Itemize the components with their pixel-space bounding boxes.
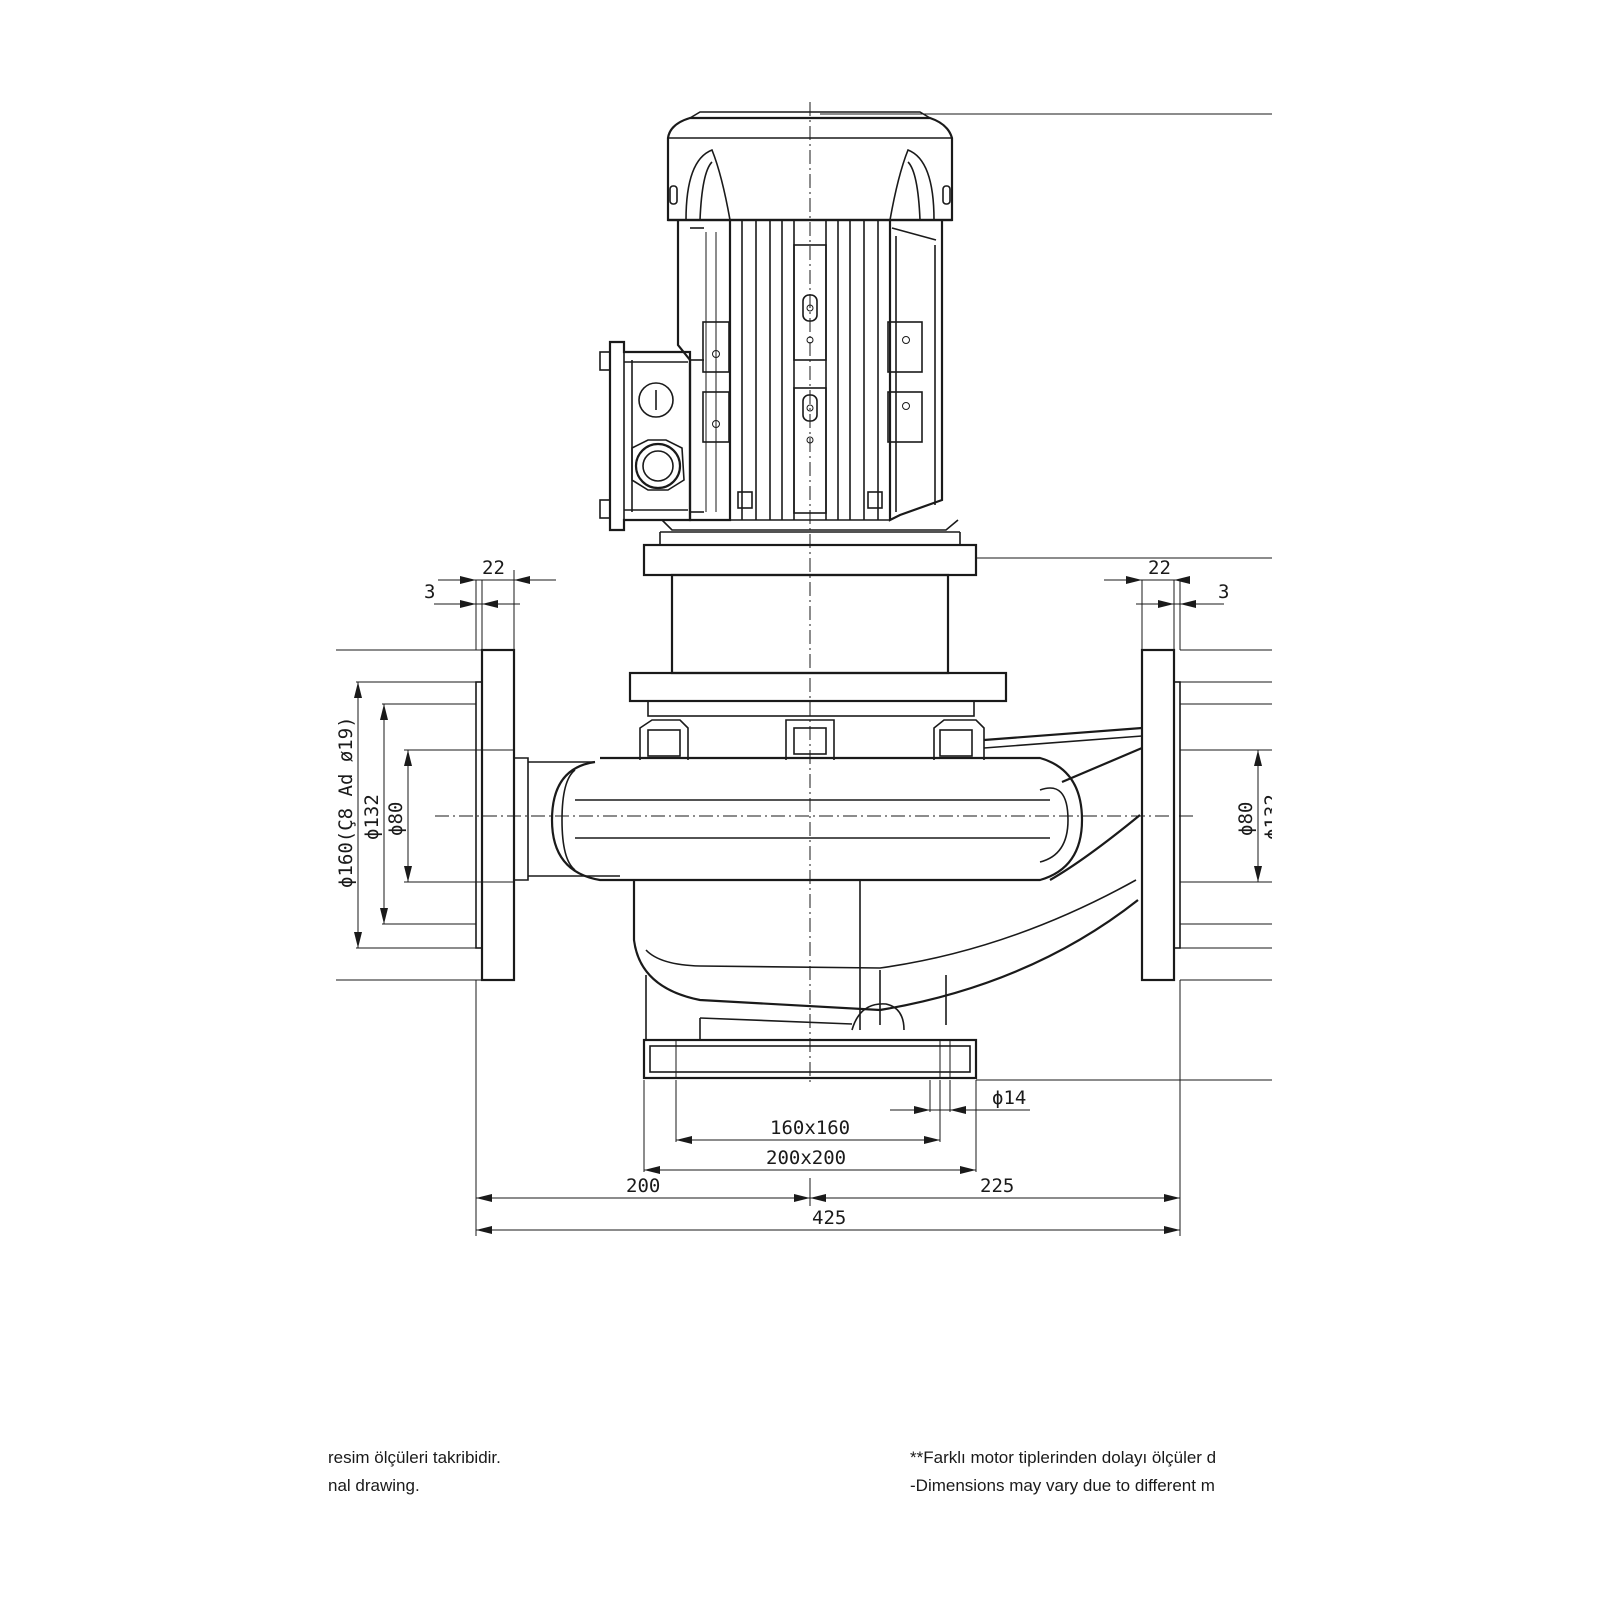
note-right-line1: **Farklı motor tiplerinden dolayı ölçüle… bbox=[910, 1448, 1217, 1467]
dim-right-half: 225 bbox=[980, 1175, 1014, 1197]
dim-base-hole: ϕ14 bbox=[992, 1087, 1026, 1109]
dim-left-half: 200 bbox=[626, 1175, 660, 1197]
terminal-box bbox=[599, 340, 704, 532]
motor-fan-cover bbox=[666, 111, 954, 222]
motor-body bbox=[676, 220, 944, 522]
note-right-clip: **Farklı motor tiplerinden dolayı ölçüle… bbox=[910, 1440, 1272, 1502]
crop-mask-bottom bbox=[0, 1502, 1600, 1600]
dim-bolt-circle: ϕ160(Ç8 Ad ø19) bbox=[335, 716, 357, 888]
note-left-line2: nal drawing. bbox=[328, 1476, 420, 1495]
dim-flange-thickness-left: 22 bbox=[482, 557, 505, 579]
dim-bore-left: ϕ80 bbox=[385, 802, 407, 836]
lantern-bracket bbox=[628, 573, 1008, 717]
dim-raised-face: ϕ132 bbox=[361, 794, 383, 840]
dim-gap-right: 3 bbox=[1218, 581, 1229, 603]
dim-base-outer: 200x200 bbox=[766, 1147, 846, 1169]
note-left-line1: resim ölçüleri takribidir. bbox=[328, 1448, 501, 1467]
center-lines bbox=[435, 102, 1195, 1085]
crop-mask-right bbox=[1272, 0, 1600, 1600]
crop-mask-left bbox=[0, 0, 328, 1600]
dim-bore-right: ϕ80 bbox=[1235, 802, 1257, 836]
pump-casing bbox=[475, 648, 1181, 1080]
dimension-labels: 22 3 22 3 ϕ160(Ç8 Ad ø19) ϕ132 ϕ80 ϕ80 ϕ… bbox=[335, 557, 1283, 1229]
dimension-lines bbox=[336, 113, 1272, 1236]
dim-total-length: 425 bbox=[812, 1207, 846, 1229]
dim-flange-thickness-right: 22 bbox=[1148, 557, 1171, 579]
note-right-line2: -Dimensions may vary due to different m bbox=[910, 1476, 1215, 1495]
dim-gap-left: 3 bbox=[424, 581, 435, 603]
dim-base-inner: 160x160 bbox=[770, 1117, 850, 1139]
